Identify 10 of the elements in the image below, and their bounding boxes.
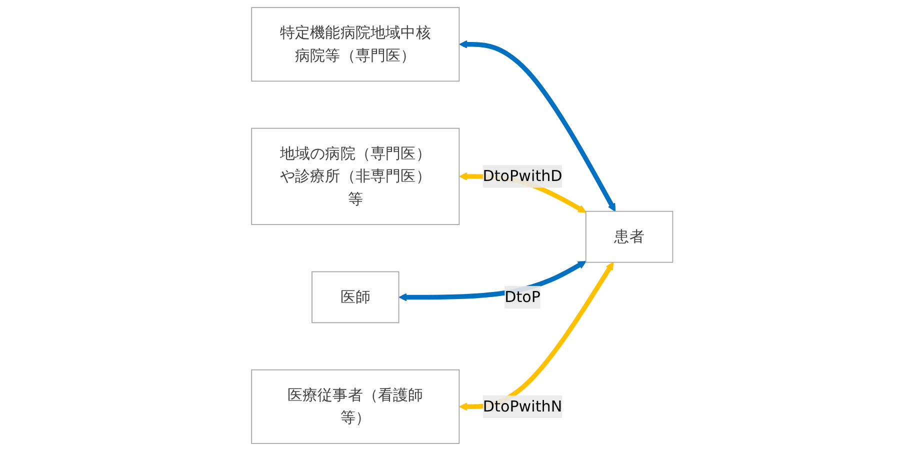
node-box: 地域の病院（専門医）や診療所（非専門医）等 — [250, 128, 460, 226]
arrow — [459, 262, 614, 411]
node-box: 医師 — [311, 271, 400, 324]
edge-label: DtoPwithD — [482, 167, 562, 185]
node-box: 医療従事者（看護師等） — [250, 369, 460, 444]
arrow — [398, 261, 586, 302]
edge-label: DtoP — [504, 288, 540, 306]
node-box: 患者 — [585, 210, 673, 263]
node-box: 特定機能病院地域中核病院等（専門医） — [250, 7, 460, 82]
edge-label: DtoPwithN — [482, 397, 562, 416]
